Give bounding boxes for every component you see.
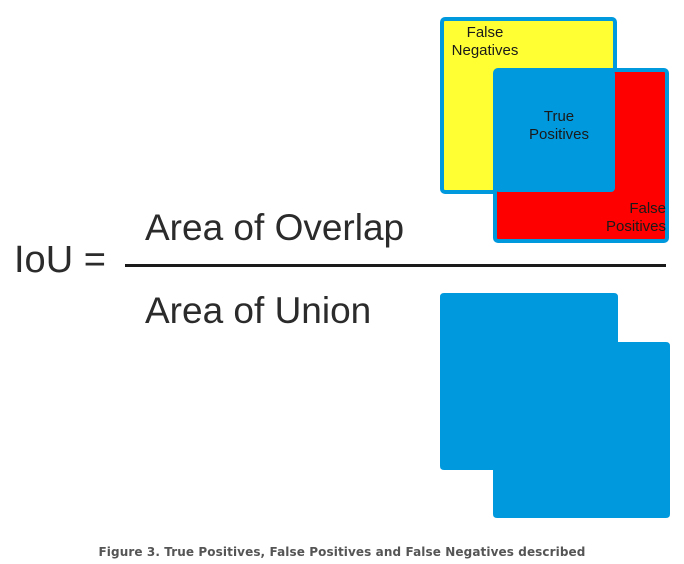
true-positives-label: True Positives bbox=[528, 108, 590, 143]
false-negatives-label: False Negatives bbox=[451, 24, 519, 59]
false-positives-label: False Positives bbox=[605, 200, 666, 235]
true-positives-box bbox=[495, 70, 615, 192]
figure-caption: Figure 3. True Positives, False Positive… bbox=[98, 545, 586, 559]
fraction-bar bbox=[125, 264, 666, 267]
numerator-text: Area of Overlap bbox=[145, 207, 405, 248]
denominator-text: Area of Union bbox=[145, 290, 372, 331]
union-shape bbox=[440, 293, 670, 518]
iou-label: IoU = bbox=[14, 239, 106, 281]
